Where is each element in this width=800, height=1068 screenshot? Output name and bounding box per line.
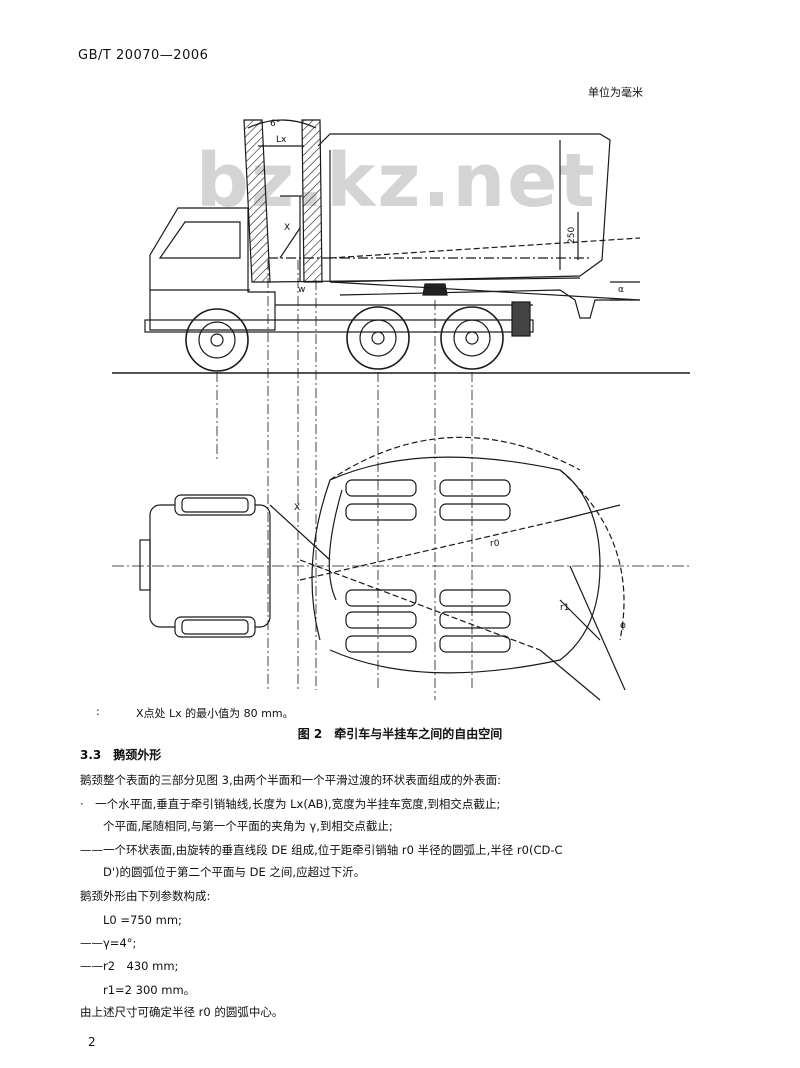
body-line-1: 鹅颈整个表面的三部分见图 3,由两个半面和一个平滑过渡的环状表面组成的外表面:	[80, 773, 501, 787]
footnote-text: X点处 Lx 的最小值为 80 mm。	[136, 707, 294, 720]
figure-2-drawing: 6° Lx X 250 w α X r0 r1 φ	[112, 119, 690, 701]
r0-label: r0	[490, 539, 500, 549]
body-line-11: 由上述尺寸可确定半径 r0 的圆弧中心。	[80, 1005, 284, 1019]
body-line-9: ——r2 430 mm;	[80, 959, 179, 973]
phi-label: φ	[620, 621, 626, 631]
lx-label: Lx	[276, 135, 287, 145]
dim-250-label: 250	[567, 227, 577, 244]
footnote-marker: :	[96, 705, 100, 718]
page-number: 2	[88, 1035, 96, 1049]
body-line-3: 个平面,尾随相同,与第一个平面的夹角为 γ,到相交点截止;	[80, 819, 393, 833]
x-label: X	[284, 223, 290, 233]
section-title: 3.3 鹅颈外形	[80, 748, 162, 762]
alpha-label: α	[618, 285, 624, 295]
x-plan-label: X	[294, 503, 300, 513]
figure-footnote: : X点处 Lx 的最小值为 80 mm。	[96, 705, 294, 721]
body-line-5: D')的圆弧位于第二个平面与 DE 之间,应超过下沂。	[80, 865, 366, 879]
unit-note: 单位为毫米	[588, 86, 643, 99]
figure-caption: 图 2 牵引车与半挂车之间的自由空间	[297, 727, 503, 741]
body-line-6: 鹅颈外形由下列参数构成:	[80, 889, 211, 903]
body-line-2: · 一个水平面,垂直于牵引销轴线,长度为 Lx(AB),宽度为半挂车宽度,到相交…	[80, 797, 501, 811]
body-line-8: ——γ=4°;	[80, 936, 137, 950]
angle-6-label: 6°	[270, 119, 280, 129]
r1-label: r1	[560, 603, 569, 613]
side-view	[112, 119, 690, 700]
body-line-7: L0 =750 mm;	[80, 913, 182, 927]
plan-view	[112, 436, 690, 701]
standard-number: GB/T 20070—2006	[78, 48, 209, 63]
body-line-10: r1=2 300 mm。	[80, 983, 196, 997]
w-label: w	[298, 285, 305, 295]
body-line-4: ——一个环状表面,由旋转的垂直线段 DE 组成,位于距牵引销轴 r0 半径的圆弧…	[80, 843, 563, 857]
